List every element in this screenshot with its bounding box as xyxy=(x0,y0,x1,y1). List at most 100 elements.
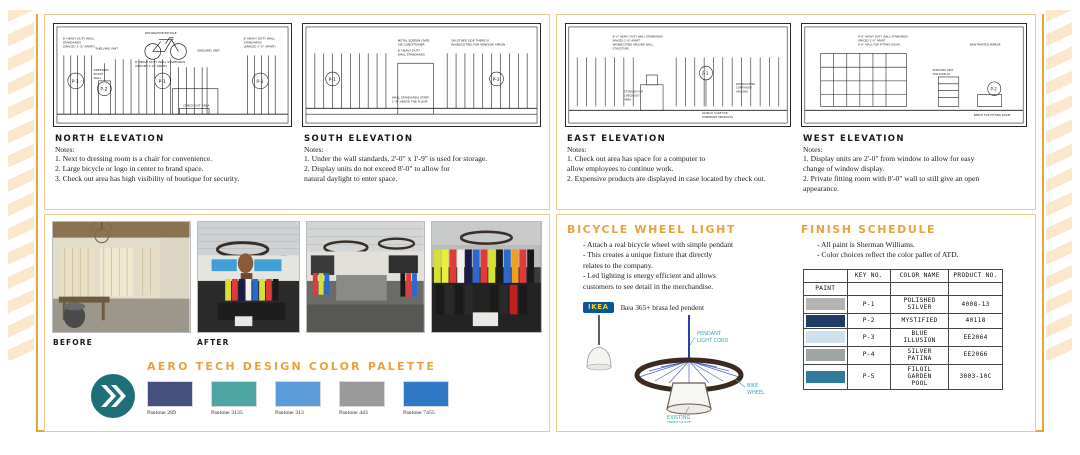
finish-schedule-bullet-1: - All paint is Sherman Williams. xyxy=(817,240,915,249)
elevation-west-title: West Elevation xyxy=(803,134,905,144)
svg-text:METAL SCREEN OVER: METAL SCREEN OVER xyxy=(398,39,430,43)
svg-text:8'-0" HEAVY DUTY WALL STANDARD: 8'-0" HEAVY DUTY WALL STANDARDS xyxy=(858,35,908,39)
decorative-chevron-band-right xyxy=(1046,10,1072,360)
panel-photos-and-palette: Before After Aero Tech Design Color Pale… xyxy=(44,214,550,432)
row-swatch-p1 xyxy=(803,294,848,314)
section-blank-3 xyxy=(948,281,1003,296)
elevation-north: 8' HEAVY DUTY WALL STANDARDS (SPACED 1'-… xyxy=(53,23,292,184)
elevation-north-title: North Elevation xyxy=(55,134,165,144)
svg-text:P-1: P-1 xyxy=(159,79,166,85)
palette-swatch-4: Pantone 443 xyxy=(339,381,385,416)
row-name-p5: FILOIL GARDEN POOL xyxy=(890,363,950,390)
border-foot-right xyxy=(1030,430,1044,432)
svg-text:CHECK OUT: CHECK OUT xyxy=(624,94,640,98)
bicycle-light-bullet-1: - Attach a real bicycle wheel with simpl… xyxy=(583,240,734,249)
row-key-p3: P-3 xyxy=(846,327,892,347)
row-key-p5: P-5 xyxy=(846,363,892,390)
row-product-p5: 3003-10C xyxy=(948,363,1003,390)
svg-text:1'-9" ABOVE THE FLOOR: 1'-9" ABOVE THE FLOOR xyxy=(392,99,428,103)
border-foot-left xyxy=(36,430,50,432)
bicycle-wheel-sketch: PENDANT LIGHT CORD BIKE WHEEL EXISTING P… xyxy=(567,315,791,424)
svg-text:WAINSCOTING FOR WINDOW APRON: WAINSCOTING FOR WINDOW APRON xyxy=(451,43,505,47)
palette-swatch-row: Pantone 289 Pantone 3135 Pantone 313 Pan… xyxy=(147,381,541,416)
svg-text:AROUND: AROUND xyxy=(736,90,748,94)
elevation-south-note-2: 2. Display units do not exceed 8'-0" to … xyxy=(304,164,450,184)
svg-text:LIGHT CORD: LIGHT CORD xyxy=(697,338,728,344)
svg-text:P-1: P-1 xyxy=(702,71,709,76)
elevation-north-notes-label: Notes: xyxy=(55,145,75,154)
svg-text:P-2: P-2 xyxy=(100,87,107,93)
svg-text:CHECK OUT AREA: CHECK OUT AREA xyxy=(183,103,209,107)
svg-text:(SPACED 1'-0" APART): (SPACED 1'-0" APART) xyxy=(135,64,167,68)
row-name-p4: SILVER PATINA xyxy=(890,345,950,365)
elevation-east: 8'-0" HEAVY DUTY WALL STANDARDS SPACED 1… xyxy=(565,23,791,194)
palette-swatch-5: Pantone 7455 xyxy=(403,381,449,416)
elevation-west-notes-label: Notes: xyxy=(803,145,823,154)
svg-text:8' HEAVY DUTY WALL: 8' HEAVY DUTY WALL xyxy=(63,37,95,41)
bicycle-light-bullet-2: - This creates a unique fixture that dir… xyxy=(583,250,713,270)
ikea-product-row: IKEA Ikea 365+ brasa led pendent xyxy=(583,302,791,314)
svg-text:NEW PAINTED MIRROR: NEW PAINTED MIRROR xyxy=(970,43,1001,47)
ikea-logo: IKEA xyxy=(583,302,614,314)
row-swatch-p4 xyxy=(803,345,848,365)
caption-after: After xyxy=(197,338,230,347)
svg-text:SHELVING UNIT: SHELVING UNIT xyxy=(197,48,220,52)
svg-text:8' HEAVY DUTY WALL: 8' HEAVY DUTY WALL xyxy=(244,37,276,41)
photo-strip xyxy=(45,215,549,333)
section-blank-2 xyxy=(890,281,950,296)
table-row: P-1 POLISHED SILVER 4008-13 xyxy=(803,294,1003,314)
panel-elevations-north-south: 8' HEAVY DUTY WALL STANDARDS (SPACED 1'-… xyxy=(44,14,550,210)
finish-schedule-section: Finish Schedule - All paint is Sherman W… xyxy=(801,223,1025,423)
header-key-no: KEY NO. xyxy=(846,268,892,283)
swatch-label-1: Pantone 289 xyxy=(147,410,176,416)
photo-before-empty-room xyxy=(52,221,191,333)
svg-text:(SPACED 1'-0" APART): (SPACED 1'-0" APART) xyxy=(63,45,95,49)
swatch-color-4 xyxy=(339,381,385,407)
ikea-product-caption: Ikea 365+ brasa led pendent xyxy=(620,303,705,313)
elevation-south-drawing: METAL SCREEN OVER AIR CONDITIONER ON OTH… xyxy=(302,23,541,127)
svg-text:STRUCTURE: STRUCTURE xyxy=(613,46,630,50)
svg-text:PENDANT: PENDANT xyxy=(667,421,692,423)
svg-text:DECORATIVE BICYCLE: DECORATIVE BICYCLE xyxy=(145,31,177,35)
swatch-color-3 xyxy=(275,381,321,407)
svg-text:FOR DISPLAY: FOR DISPLAY xyxy=(933,72,951,76)
photo-captions: Before After xyxy=(45,338,549,352)
photo-after-apparel-display xyxy=(431,221,542,333)
elevation-south-note-1: 1. Under the wall standards, 2'-0" x 1'-… xyxy=(304,154,488,163)
section-blank-1 xyxy=(846,281,892,296)
svg-text:P-1: P-1 xyxy=(72,79,79,85)
section-label-paint: PAINT xyxy=(803,281,848,296)
table-header-row: KEY NO. COLOR NAME PRODUCT NO. xyxy=(803,268,1003,283)
svg-text:P-3: P-3 xyxy=(493,77,500,83)
photo-after-retail-floor xyxy=(196,221,301,333)
elevation-north-note-1: 1. Next to dressing room is a chair for … xyxy=(55,154,213,163)
svg-text:P-2: P-2 xyxy=(991,87,998,92)
finish-schedule-bullet-2: - Color choices reflect the color pallet… xyxy=(817,250,959,260)
palette-swatch-3: Pantone 313 xyxy=(275,381,321,416)
elevation-east-notes-label: Notes: xyxy=(567,145,587,154)
svg-text:P-1: P-1 xyxy=(256,79,263,85)
caption-before: Before xyxy=(53,338,93,347)
table-row: P-2 MYSTIFIED 40118 xyxy=(803,312,1003,329)
border-rule-right xyxy=(1042,14,1044,432)
photo-after-interior-wide xyxy=(306,221,426,333)
panel-elevations-east-west: 8'-0" HEAVY DUTY WALL STANDARDS SPACED 1… xyxy=(556,14,1036,210)
svg-text:CONTINUES: CONTINUES xyxy=(736,86,752,90)
svg-text:SPACED 1'-0" APART: SPACED 1'-0" APART xyxy=(613,39,640,43)
elevation-south-notes-label: Notes: xyxy=(304,145,324,154)
elevation-north-drawing: 8' HEAVY DUTY WALL STANDARDS (SPACED 1'-… xyxy=(53,23,292,127)
panel-design-details: Bicycle wheel light - Attach a real bicy… xyxy=(556,214,1036,432)
svg-text:DISPLAY CASE FOR: DISPLAY CASE FOR xyxy=(702,111,728,115)
bicycle-light-bullet-3: - Led lighting is energy efficient and a… xyxy=(583,271,716,291)
row-name-p2: MYSTIFIED xyxy=(890,312,950,329)
elevation-east-title: East Elevation xyxy=(567,134,667,144)
svg-text:WHEEL: WHEEL xyxy=(747,390,765,396)
table-row: P-4 SILVER PATINA EE2066 xyxy=(803,345,1003,365)
svg-text:ROOM: ROOM xyxy=(94,72,104,76)
svg-text:8'-0" HEAVY DUTY WALL STANDARD: 8'-0" HEAVY DUTY WALL STANDARDS xyxy=(613,35,663,39)
svg-text:BIKE: BIKE xyxy=(747,383,758,389)
swatch-color-1 xyxy=(147,381,193,407)
row-product-p2: 40118 xyxy=(948,312,1003,329)
row-swatch-p5 xyxy=(803,363,848,390)
